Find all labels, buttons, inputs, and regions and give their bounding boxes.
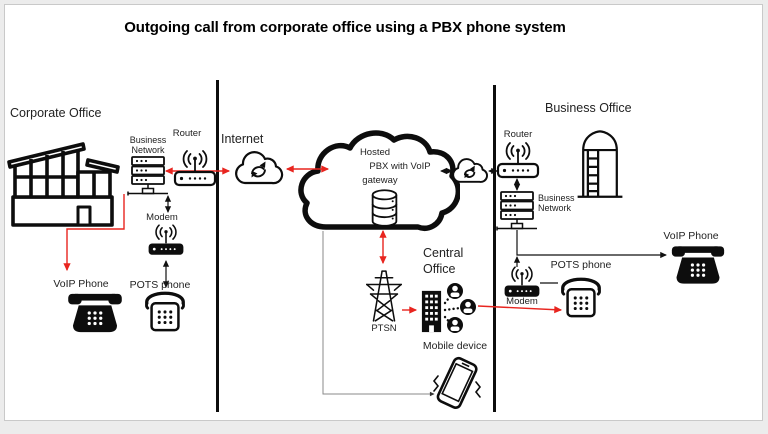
pbx-cloud-line1: Hosted bbox=[359, 147, 391, 158]
business-office-label: Business Office bbox=[545, 101, 632, 115]
internet-label: Internet bbox=[221, 132, 264, 146]
central-office-building-icon bbox=[421, 290, 442, 333]
hosted-pbx-cloud-icon bbox=[298, 130, 460, 231]
business-network-label-left: Business Network bbox=[129, 135, 167, 155]
tower-building-icon bbox=[577, 130, 623, 198]
pots-phone-icon-left bbox=[145, 291, 185, 332]
database-icon bbox=[371, 189, 398, 227]
voip-phone-label-left: VoIP Phone bbox=[53, 278, 109, 290]
ptsn-label: PTSN bbox=[371, 323, 397, 334]
modem-icon-right bbox=[504, 266, 540, 297]
voip-phone-icon-right bbox=[671, 246, 725, 284]
divider-business bbox=[493, 85, 496, 412]
internet-cloud-icon bbox=[235, 151, 284, 185]
users-icon bbox=[447, 283, 476, 333]
mobile-device-label: Mobile device bbox=[422, 340, 488, 352]
central-office-label: Central Office bbox=[423, 246, 464, 277]
divider-internet bbox=[216, 80, 219, 412]
pots-phone-icon-right bbox=[561, 277, 601, 318]
corporate-office-label: Corporate Office bbox=[10, 106, 102, 120]
pots-phone-label-right: POTS phone bbox=[550, 259, 612, 271]
factory-building-icon bbox=[7, 142, 120, 227]
router-label-right: Router bbox=[503, 129, 533, 140]
call-path-red-lines bbox=[63, 165, 563, 314]
voip-phone-icon-left bbox=[68, 293, 122, 333]
mobile-device-icon bbox=[432, 356, 482, 409]
router-label-left: Router bbox=[172, 128, 202, 139]
network-black-lines bbox=[162, 167, 667, 288]
modem-label-right: Modem bbox=[506, 296, 538, 307]
business-network-icon-left bbox=[127, 156, 168, 196]
diagram-title: Outgoing call from corporate office usin… bbox=[124, 19, 566, 36]
router-icon-right bbox=[496, 142, 540, 179]
pots-phone-label-left: POTS phone bbox=[129, 279, 191, 291]
router-icon-left bbox=[173, 150, 217, 187]
ptsn-tower-icon bbox=[366, 270, 402, 322]
business-network-label-right: Business Network bbox=[538, 193, 575, 213]
voip-phone-label-right: VoIP Phone bbox=[663, 230, 719, 242]
modem-icon-left bbox=[148, 224, 184, 255]
pbx-cloud-line3: gateway bbox=[362, 175, 398, 186]
sync-cloud-icon-right bbox=[452, 158, 488, 183]
pbx-cloud-line2: PBX with VoIP bbox=[369, 161, 431, 172]
modem-label-left: Modem bbox=[146, 212, 178, 223]
business-network-icon-right bbox=[496, 191, 537, 231]
mobile-link-line bbox=[322, 231, 435, 397]
